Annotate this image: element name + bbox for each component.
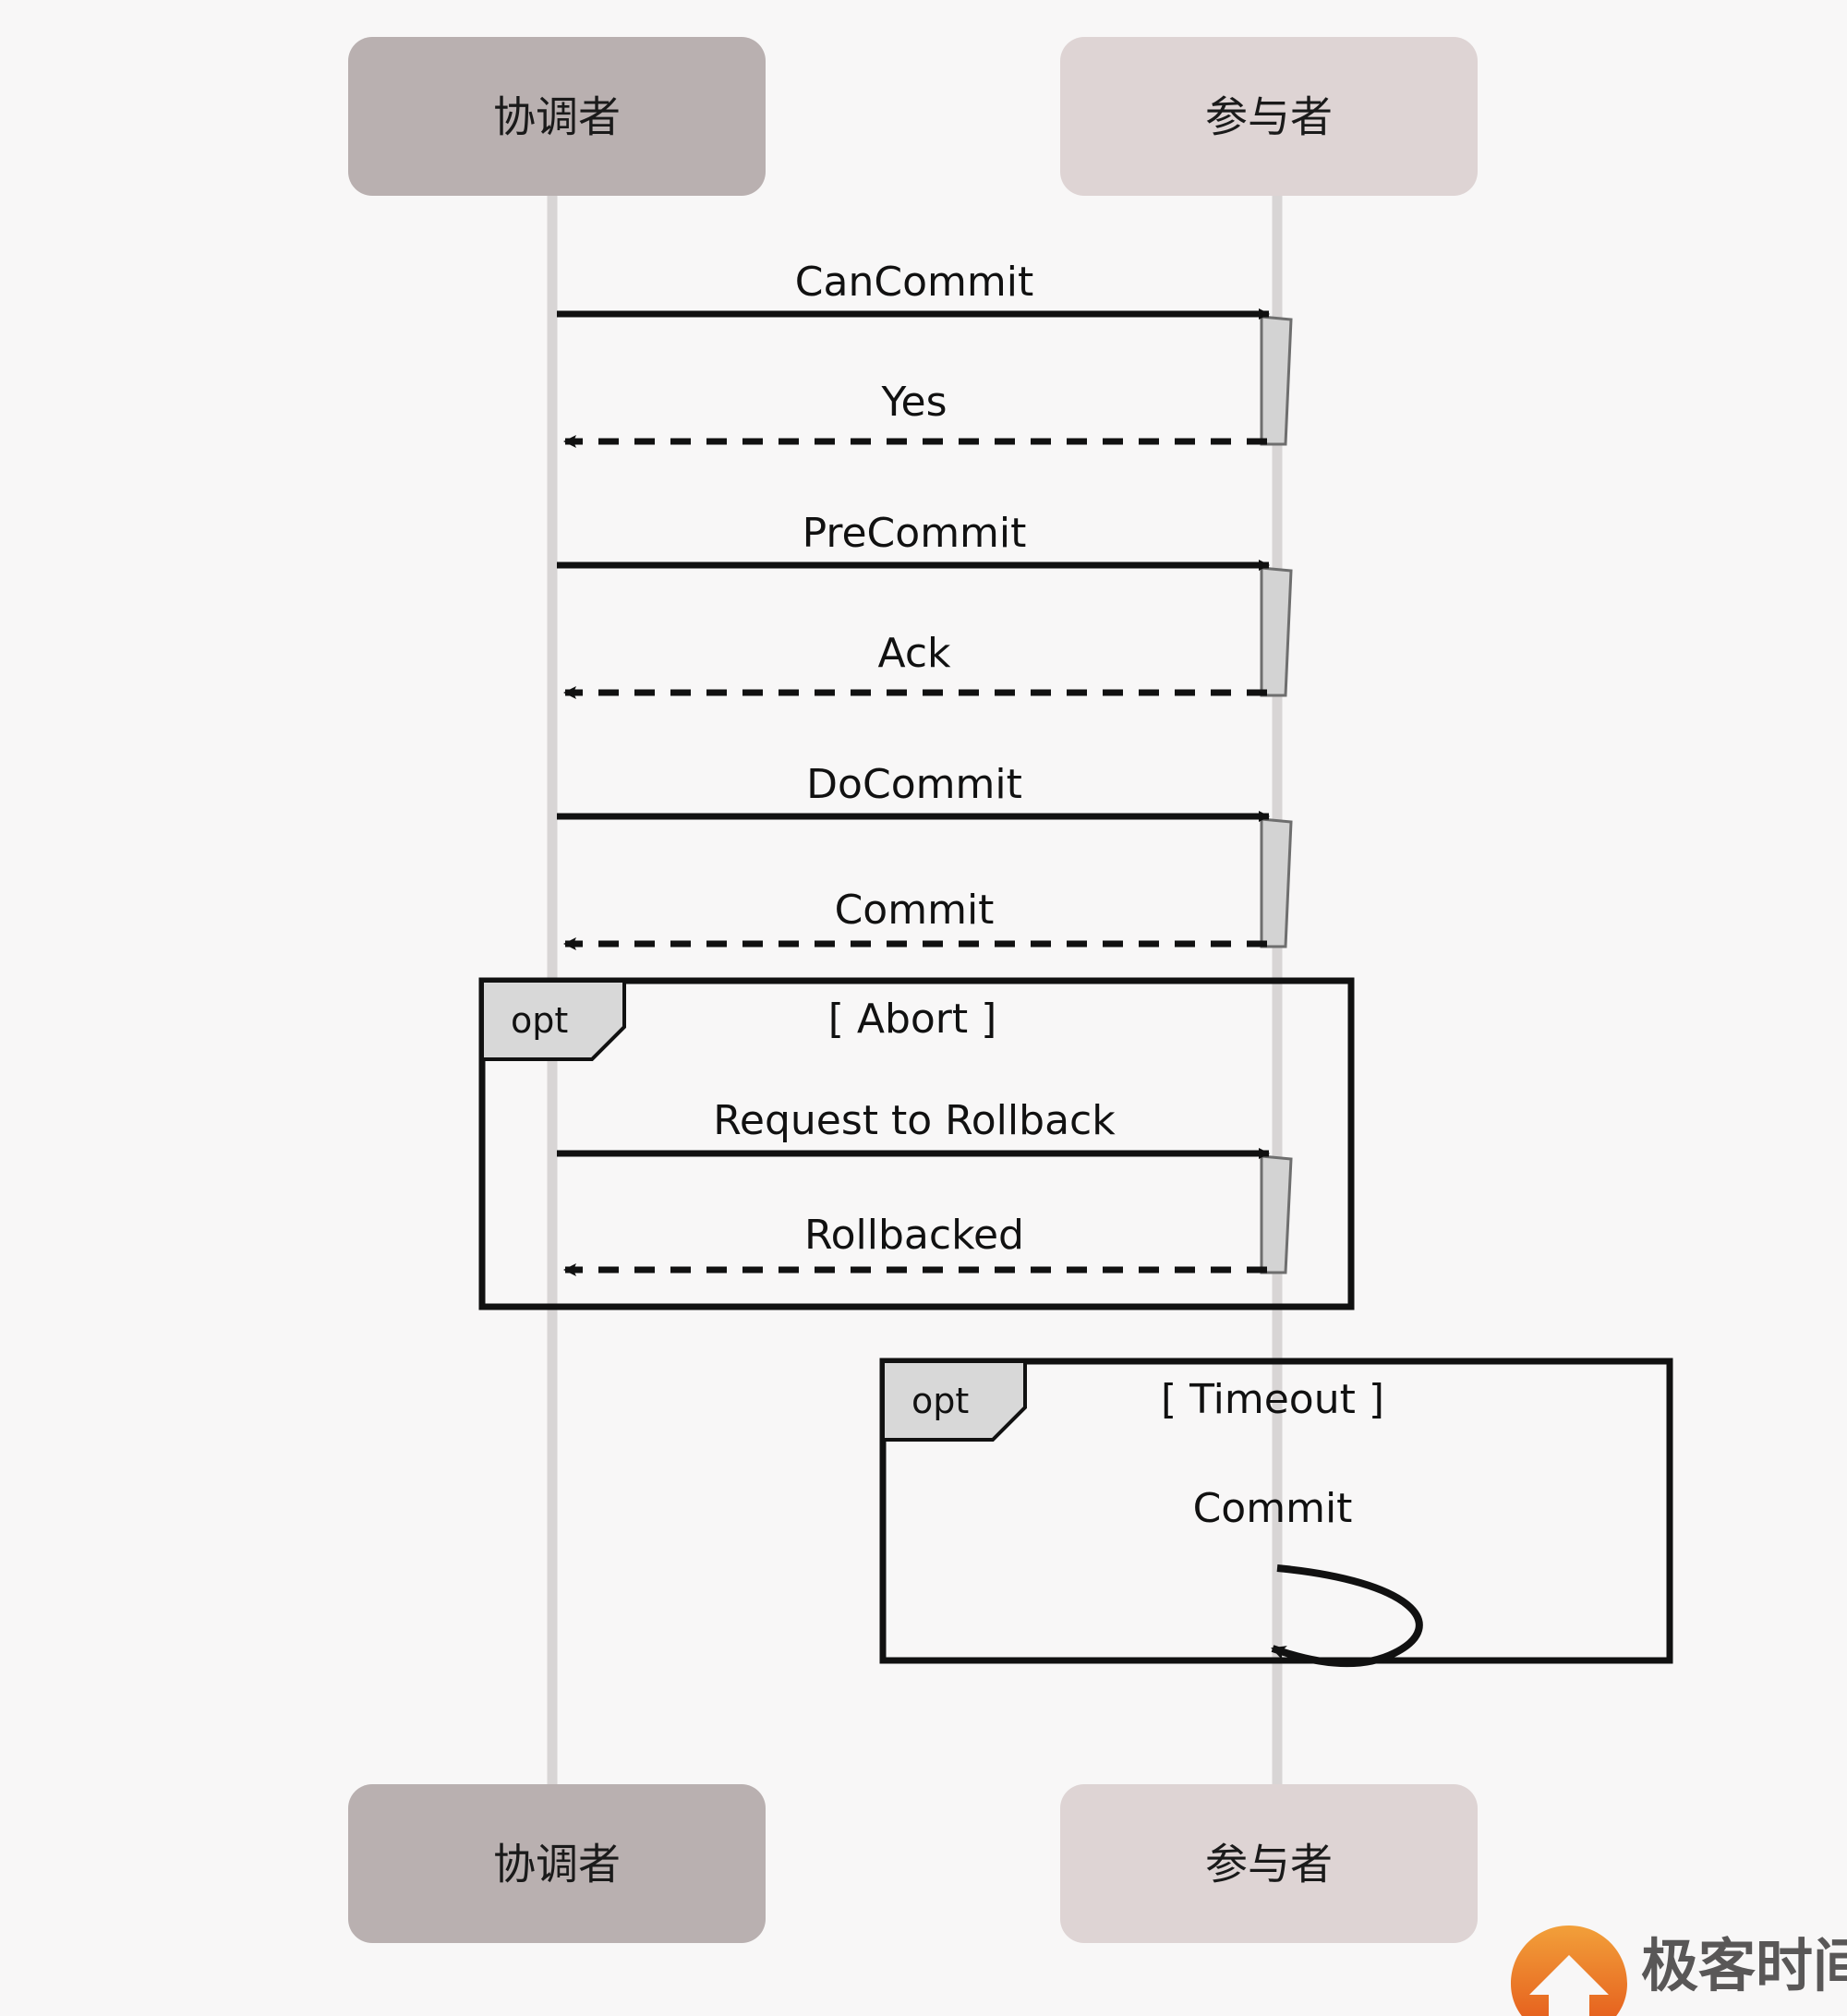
participant-label-coordinator-top: 协调者 <box>493 92 621 142</box>
message-precommit[interactable]: PreCommit <box>557 510 1270 571</box>
message-label-docommit: DoCommit <box>806 761 1022 808</box>
fragment-border-abort[interactable] <box>478 977 1355 1310</box>
message-label-self-commit: Commit <box>1193 1485 1353 1532</box>
watermark: 极客时间 <box>1511 1925 1847 2016</box>
message-request-to-rollback[interactable]: Request to Rollback <box>557 1097 1270 1159</box>
message-label-commit: Commit <box>835 887 995 934</box>
participant-label-participant-bottom: 参与者 <box>1205 1840 1333 1889</box>
participant-label-coordinator-bottom: 协调者 <box>493 1840 621 1889</box>
fragment-tab-timeout <box>881 1359 1027 1442</box>
participant-box-coordinator-top[interactable] <box>348 37 766 196</box>
participant-footer-coordinator[interactable]: 协调者 <box>348 1784 766 1943</box>
participant-header-coordinator[interactable]: 协调者 <box>348 37 766 196</box>
message-commit[interactable]: Commit <box>563 887 1267 950</box>
fragment-tab-abort <box>480 979 626 1061</box>
geektime-logo-icon <box>1511 1925 1627 2016</box>
message-label-precommit: PreCommit <box>803 510 1027 557</box>
fragment-abort[interactable]: opt [ Abort ] Request to Rollback Rollba… <box>478 977 1355 1310</box>
message-label-request-to-rollback: Request to Rollback <box>713 1097 1116 1144</box>
activation-bar <box>1260 817 1293 948</box>
message-self-commit[interactable]: Commit <box>1193 1485 1423 1668</box>
participant-box-participant-bottom[interactable] <box>1060 1784 1478 1943</box>
lifelines <box>547 196 1283 1784</box>
fragment-border-timeout[interactable] <box>879 1358 1673 1664</box>
participant-label-participant-top: 参与者 <box>1205 92 1333 142</box>
participant-box-participant-top[interactable] <box>1060 37 1478 196</box>
fragment-guard-timeout: [ Timeout ] <box>1161 1376 1384 1423</box>
fragment-kind-abort: opt <box>511 1000 568 1041</box>
participant-box-coordinator-bottom[interactable] <box>348 1784 766 1943</box>
activation-bar <box>1260 566 1293 697</box>
message-arrow-self-commit[interactable] <box>1271 1564 1423 1668</box>
activation-bars <box>1260 315 1293 1274</box>
watermark-text: 极客时间 <box>1641 1932 1847 1999</box>
message-label-rollbacked: Rollbacked <box>804 1212 1024 1259</box>
fragment-timeout[interactable]: opt [ Timeout ] Commit <box>879 1358 1673 1668</box>
fragment-guard-abort: [ Abort ] <box>828 996 997 1043</box>
message-yes[interactable]: Yes <box>563 379 1267 448</box>
message-rollbacked[interactable]: Rollbacked <box>563 1212 1267 1276</box>
message-docommit[interactable]: DoCommit <box>557 761 1270 822</box>
participant-footer-participant[interactable]: 参与者 <box>1060 1784 1478 1943</box>
message-label-ack: Ack <box>878 630 952 677</box>
activation-bar <box>1260 315 1293 446</box>
fragment-kind-timeout: opt <box>911 1381 969 1421</box>
participant-header-participant[interactable]: 参与者 <box>1060 37 1478 196</box>
activation-bar <box>1260 1154 1293 1274</box>
message-label-yes: Yes <box>880 379 947 426</box>
message-ack[interactable]: Ack <box>563 630 1267 699</box>
message-label-cancommit: CanCommit <box>795 259 1033 306</box>
message-cancommit[interactable]: CanCommit <box>557 259 1270 320</box>
